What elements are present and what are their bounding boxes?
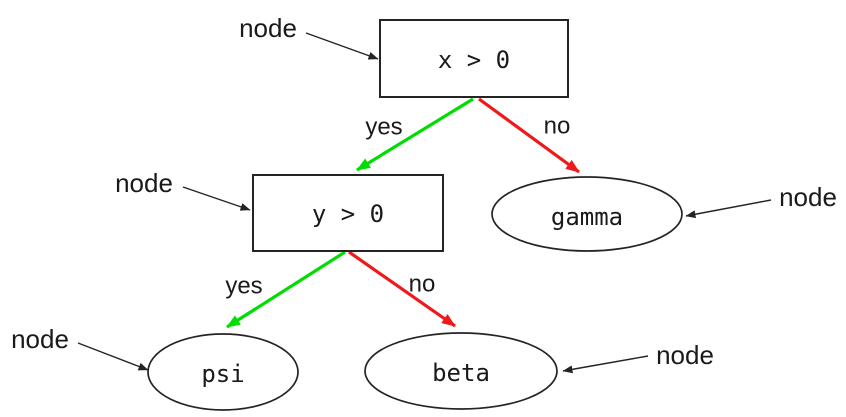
node-psi-label: psi <box>201 360 244 388</box>
annotation-arrow-beta <box>562 355 649 374</box>
edge-label-yes-2: yes <box>225 273 262 300</box>
node-gamma-label: gamma <box>551 203 623 231</box>
edge-label-no-1: no <box>544 113 571 140</box>
node-psi-shape <box>147 333 299 411</box>
edge-x-yes <box>356 97 474 172</box>
annotation-label-beta: node <box>656 340 714 370</box>
annotation-arrow-gamma <box>685 199 772 219</box>
annotation-label-cond-x: node <box>239 13 297 43</box>
node-cond-y-label: y > 0 <box>312 200 384 228</box>
node-cond-y-shape <box>252 174 444 252</box>
edge-label-no-2: no <box>409 271 436 298</box>
annotation-label-psi: node <box>11 324 69 354</box>
annotation-label-gamma: node <box>779 182 837 212</box>
node-cond-x-shape <box>379 19 569 98</box>
edge-x-no <box>478 97 580 174</box>
edge-label-yes-1: yes <box>365 114 402 141</box>
node-gamma-shape <box>491 176 683 252</box>
annotation-arrow-psi <box>77 342 149 371</box>
annotation-label-cond-y: node <box>115 168 173 198</box>
annotation-arrow-cond-y <box>182 186 251 211</box>
node-beta-shape <box>364 332 558 410</box>
edge-y-no <box>348 250 456 328</box>
annotation-arrow-cond-x <box>305 32 379 60</box>
node-beta-label: beta <box>432 359 490 387</box>
node-cond-x-label: x > 0 <box>438 46 510 74</box>
edge-y-yes <box>226 250 346 329</box>
